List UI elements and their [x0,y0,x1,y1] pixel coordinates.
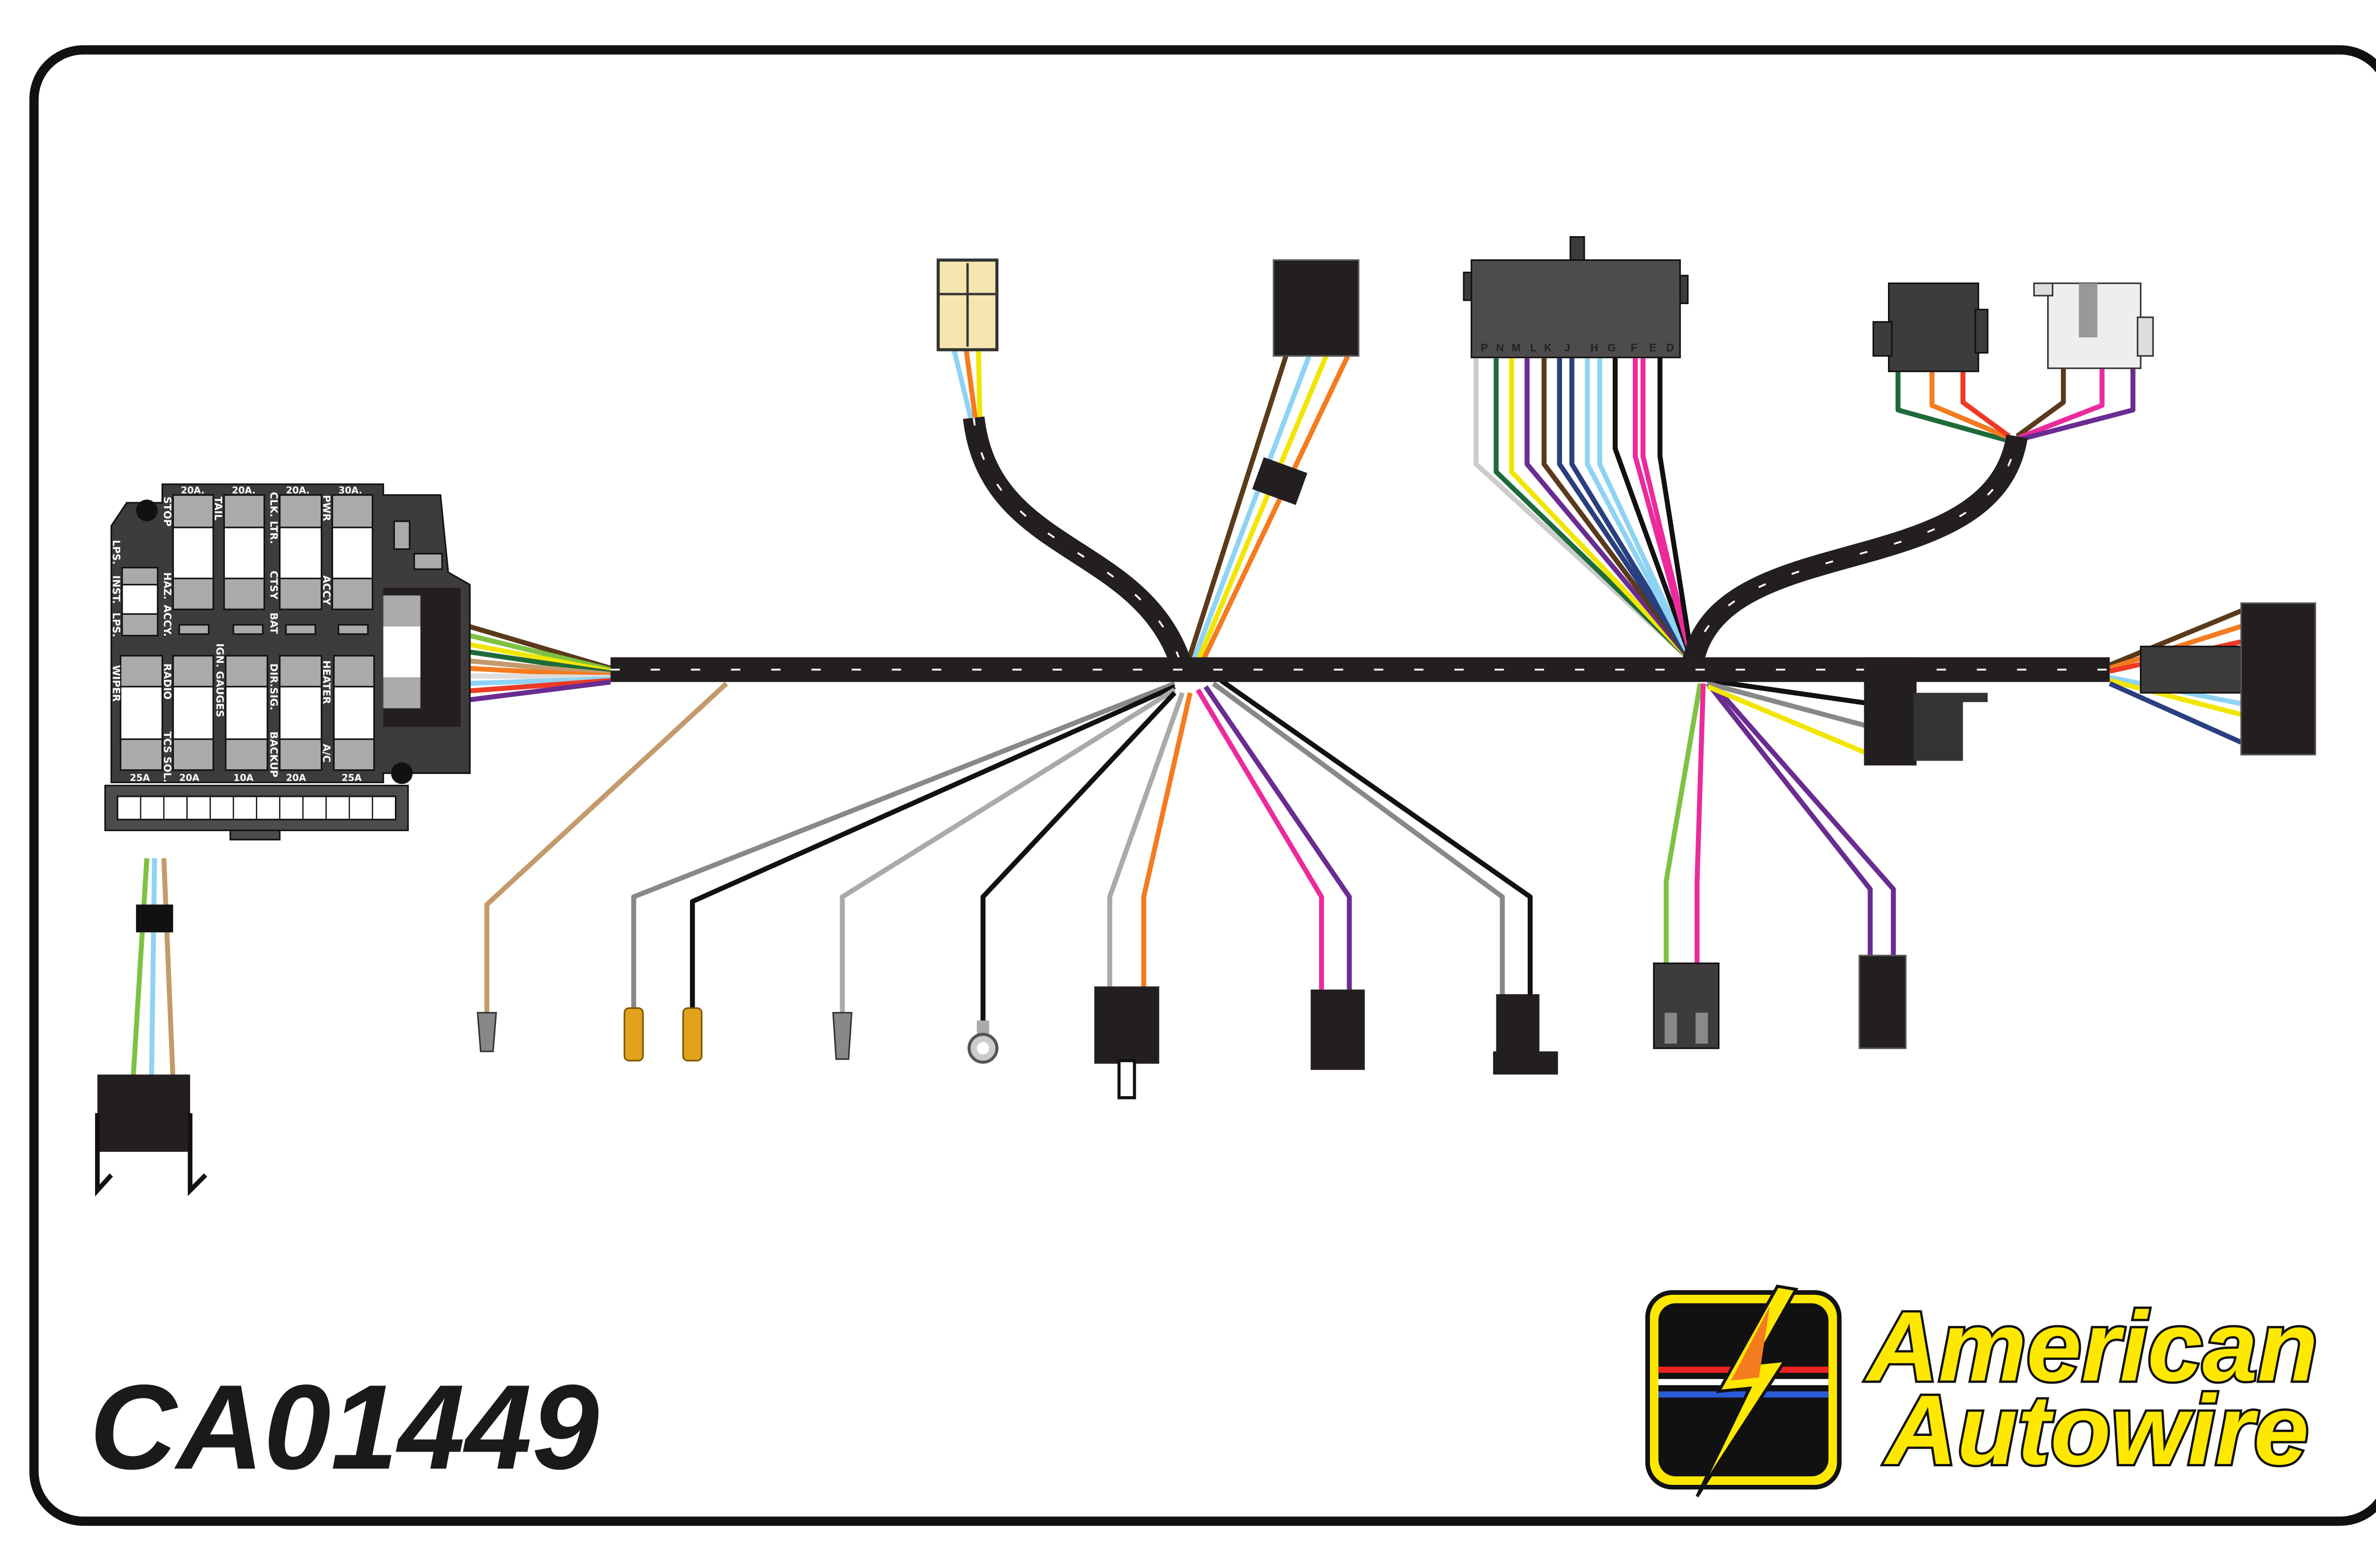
fusebox-wire-fan [463,622,612,703]
pin-label-n: N [1496,341,1504,354]
fuse-label-clk-ltr: CLK. LTR. [268,492,280,544]
connector-tan-2pin [937,258,999,352]
fuse-label-ctsy: CTSY [268,571,280,600]
fuse-label-ign-gauges: IGN. GAUGES [214,643,226,717]
pin-label-m: M [1512,341,1521,354]
pin-label-h: H [1590,341,1598,354]
branch-wires [130,347,2242,1083]
connector-right-end [2140,602,2316,755]
fuse-label-heater: HEATER [321,660,333,704]
fuse-amp-wiper: 25A [130,772,150,783]
fuse-amp-pwr: 30A. [338,485,362,496]
connector-black-3pin [1872,282,1989,373]
fuse-label-radio: RADIO [162,663,173,699]
logo-text-american: American [1865,1291,2318,1402]
fusebox-connector [95,1074,208,1197]
spade-terminal [623,1007,644,1061]
fuse-label-haz: HAZ. [162,572,173,599]
frame-border [29,45,2376,1526]
fuse-label-bat: BAT [268,612,280,634]
fuse-amp-tail: 20A. [232,485,256,496]
fuse-label-accy: ACCY [321,575,333,605]
connector-white-3pin [2033,282,2154,369]
pin-label-j: J [1564,341,1571,354]
pin-label-p: P [1481,341,1488,354]
connector-2pin-switch [1094,986,1159,1100]
fuse-label-inst: INST. [110,575,122,604]
fuse-amp-radio: 20A [179,772,199,783]
fuse-amp-heater: 25A [342,772,362,783]
bullet-terminal [832,1012,853,1060]
pin-label-d: D [1666,341,1674,354]
pin-label-l: L [1530,341,1537,354]
pin-label-g: G [1608,341,1616,354]
pin-label-e: E [1649,341,1656,354]
connector-2pin-female [1653,962,1720,1049]
fuse-label-tcs-sol: TCS SOL. [162,731,173,783]
main-trunk [136,457,2110,933]
fuse-label-stop: STOP [162,497,173,526]
fuse-amp-stop: 20A. [181,485,205,496]
fuse-label-ac: A/C [321,744,333,763]
fuse-amp-dirsig: 20A [286,772,306,783]
connector-2pin [1311,989,1365,1070]
fuse-amp-clk: 20A. [286,485,310,496]
fuse-label-backup: BACKUP [268,731,280,777]
logo-text-autowire: Autowire [1883,1375,2309,1485]
fuse-label-wiper: WIPER [110,665,122,702]
bullet-terminal [477,1012,497,1052]
connector-black-4pin [1273,259,1360,357]
fuse-label-lps-1: LPS. [110,540,122,564]
fuse-label-accy-left: ACCY. [162,605,173,637]
fuse-slots [120,494,375,771]
fuse-amp-gauges: 10A [233,772,253,783]
sleeved-branches [963,416,2028,671]
bulkhead-connector: P N M L K J H G F E D [1463,236,1689,358]
fuse-label-dir-sig: DIR.SIG. [268,663,280,710]
fuse-label-lps-2: LPS. [110,612,122,637]
fuse-label-pwr: PWR [321,495,333,521]
fuse-panel: 20A. 20A. 20A. 30A. 25A 20A 10A 20A 25A … [104,483,471,841]
lightning-bolt-icon [1696,1284,1799,1498]
part-number: CA01449 [90,1359,599,1494]
pin-label-f: F [1630,341,1637,354]
connector-2pin-sealed [1493,994,1558,1075]
ring-terminal [968,1020,999,1064]
american-autowire-logo: American Autowire [1645,1284,2320,1498]
fuse-label-tail: TAIL [212,497,224,520]
pin-label-k: K [1544,341,1552,354]
spade-terminal [682,1007,703,1061]
connector-2pin-male [1859,955,1907,1049]
fuse-panel-bottom-connector [104,784,409,841]
